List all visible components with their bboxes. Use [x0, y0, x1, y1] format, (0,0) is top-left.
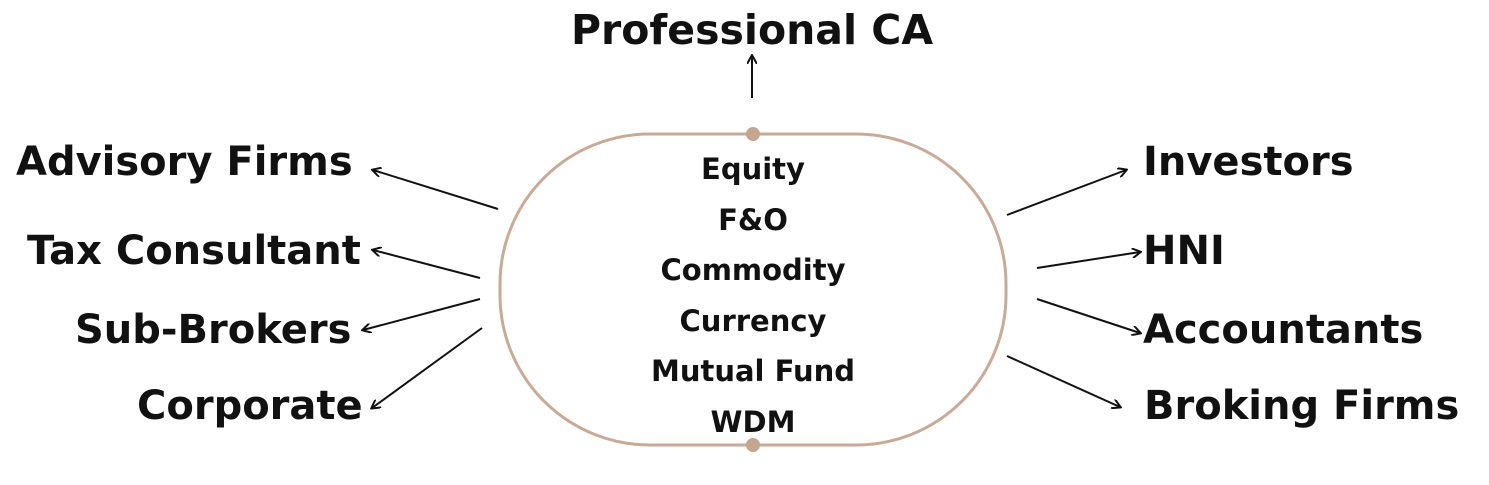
hub-item-commodity: Commodity — [660, 253, 846, 287]
arrow-to-investors — [1006, 170, 1126, 216]
hub-item-f-and-o: F&O — [718, 202, 788, 237]
node-broking-firms: Broking Firms — [1144, 383, 1460, 429]
node-tax-consultant: Tax Consultant — [27, 228, 361, 274]
hub-item-currency: Currency — [679, 303, 827, 338]
node-accountants: Accountants — [1143, 307, 1424, 353]
arrow-to-hni — [1036, 252, 1140, 269]
arrow-to-corporate — [372, 327, 483, 408]
hub-top-dot — [746, 127, 760, 141]
arrow-to-accountants — [1036, 298, 1140, 333]
hub-product-list: Equity F&O Commodity Currency Mutual Fun… — [603, 144, 903, 447]
arrow-to-tax-consultant — [373, 250, 481, 279]
node-advisory-firms: Advisory Firms — [16, 139, 353, 185]
node-corporate: Corporate — [137, 383, 363, 429]
hub-item-equity: Equity — [701, 152, 805, 186]
hub-item-mutual-fund: Mutual Fund — [650, 354, 856, 388]
node-hni: HNI — [1143, 228, 1225, 274]
node-investors: Investors — [1143, 139, 1354, 185]
node-sub-brokers: Sub-Brokers — [75, 307, 352, 353]
arrow-to-broking-firms — [1006, 355, 1120, 407]
arrow-to-advisory-firms — [373, 170, 499, 210]
hub-bottom-dot — [746, 438, 760, 452]
hub-item-wdm: WDM — [710, 404, 796, 439]
node-professional-ca: Professional CA — [571, 6, 934, 54]
arrow-to-sub-brokers — [363, 298, 481, 330]
